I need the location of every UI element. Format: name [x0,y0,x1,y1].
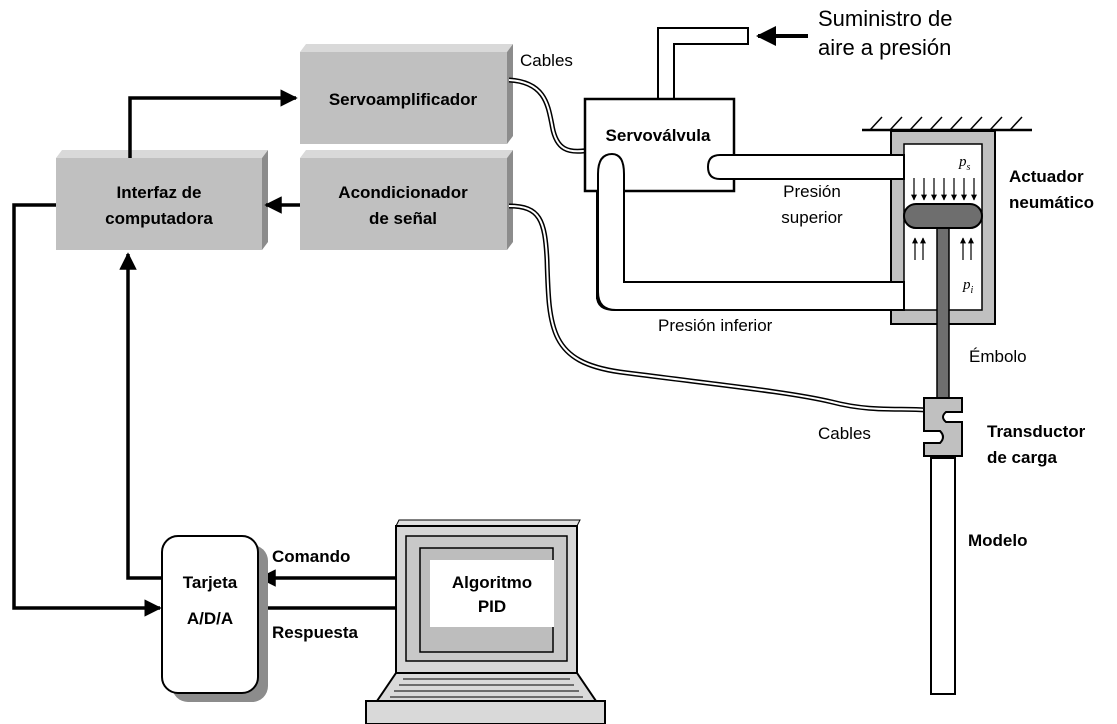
wire-interface-to-card [12,203,162,617]
interface-label-1: Interfaz de [116,183,201,202]
upper-pressure-label-2: superior [781,208,843,227]
lower-pressure-symbol: pi [962,277,974,296]
response-label: Respuesta [272,623,359,642]
servovalve-label: Servoválvula [606,126,711,145]
servoamplifier-block [300,44,513,144]
card-label-2: A/D/A [187,609,233,628]
upper-pressure-symbol: ps [958,154,971,173]
piston-rod-label: Émbolo [969,347,1027,366]
actuator-label-1: Actuador [1009,167,1084,186]
cables-top-label: Cables [520,51,573,70]
model-column [930,457,956,695]
air-supply-label-2: aire a presión [818,35,951,60]
laptop-screen [430,560,554,627]
cable-transducer-to-conditioner [508,203,927,413]
transducer-label-2: de carga [987,448,1057,467]
wire-interface-to-servoamp [128,89,298,158]
cable-servoamp-to-valve [508,77,591,154]
upper-pressure-pipe [706,154,905,180]
transducer-label-1: Transductor [987,422,1086,441]
laptop [365,519,606,724]
lower-pressure-pipe [597,152,905,311]
interface-label-2: computadora [105,209,213,228]
load-transducer [923,397,963,457]
ada-card [161,535,268,702]
card-label-1: Tarjeta [183,573,238,592]
piston-head [903,203,983,229]
conditioner-label-1: Acondicionador [338,183,468,202]
piston-rod [936,219,950,401]
servoamplifier-label: Servoamplificador [329,90,478,109]
upper-pressure-arrows [911,178,977,201]
conditioner-label-2: de señal [369,209,437,228]
lower-pressure-label: Presión inferior [658,316,773,335]
lower-pressure-arrows [912,237,974,260]
pid-label-2: PID [478,597,506,616]
cables-bottom-label: Cables [818,424,871,443]
command-label: Comando [272,547,350,566]
signal-conditioner-block [300,150,513,250]
pid-label-1: Algoritmo [452,573,532,592]
interface-block [56,150,268,250]
actuator-label-2: neumático [1009,193,1094,212]
air-supply-pipe [657,27,749,104]
air-supply-label-1: Suministro de [818,6,953,31]
signal-wires [12,89,422,617]
model-label: Modelo [968,531,1028,550]
upper-pressure-label-1: Presión [783,182,841,201]
wire-card-to-interface [119,252,164,580]
